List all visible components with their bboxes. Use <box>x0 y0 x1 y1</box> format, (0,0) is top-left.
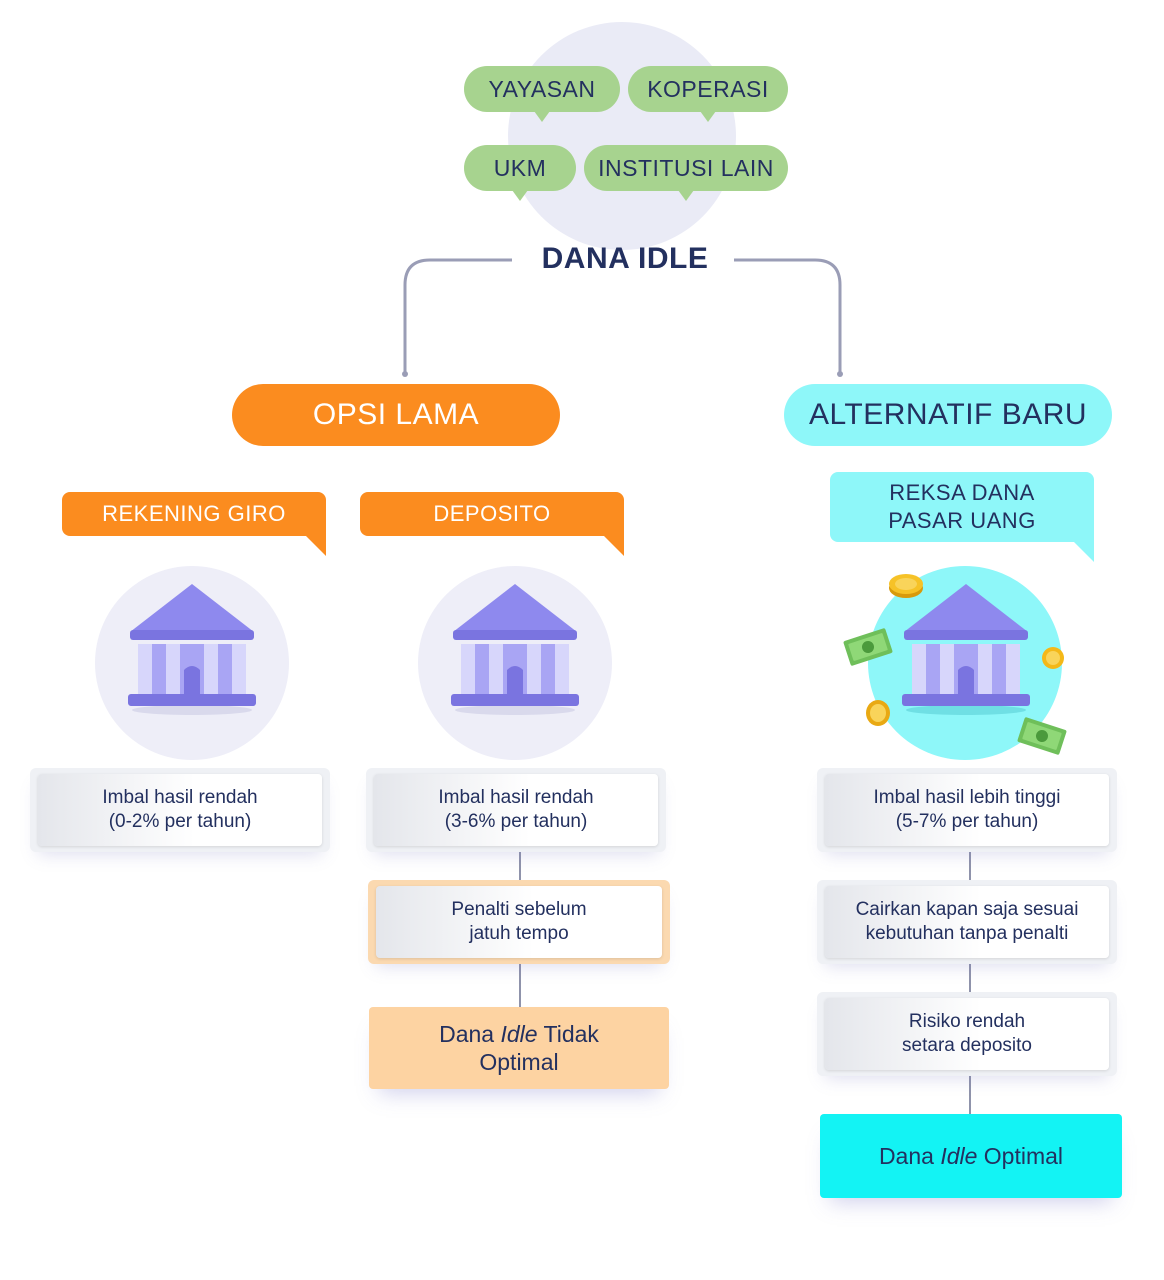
bank-icon <box>451 584 579 715</box>
card-line: (5-7% per tahun) <box>895 811 1039 832</box>
banknote-icon <box>843 628 893 666</box>
card-line: Imbal hasil rendah <box>438 787 594 808</box>
tag-institusi-lain: INSTITUSI LAIN <box>584 145 788 201</box>
tag-label: KOPERASI <box>647 75 769 102</box>
flag-label: REKENING GIRO <box>102 501 286 526</box>
card-deposito-penalti: Penalti sebelum jatuh tempo <box>368 880 670 964</box>
card-line: (3-6% per tahun) <box>444 811 588 832</box>
card-line: kebutuhan tanpa penalti <box>865 923 1069 944</box>
branch-alternatif-baru: ALTERNATIF BARU <box>784 384 1112 446</box>
connector-line <box>969 962 971 996</box>
result-text: Dana <box>878 1143 941 1169</box>
branch-opsi-lama: OPSI LAMA <box>232 384 560 446</box>
tag-ukm: UKM <box>464 145 576 201</box>
card-line: Penalti sebelum <box>451 899 587 920</box>
tag-label: YAYASAN <box>488 75 596 102</box>
card-line: jatuh tempo <box>469 923 569 944</box>
coin-icon <box>1042 647 1064 669</box>
card-line: Imbal hasil lebih tinggi <box>873 787 1061 808</box>
flag-rekening-giro: REKENING GIRO <box>62 492 326 536</box>
tag-yayasan: YAYASAN <box>464 66 620 122</box>
coin-icon <box>866 700 890 726</box>
card-line: setara deposito <box>902 1035 1032 1056</box>
connector-line <box>969 850 971 884</box>
header-bubble-background <box>508 22 736 250</box>
branch-label: ALTERNATIF BARU <box>808 398 1088 431</box>
branch-label: OPSI LAMA <box>312 398 480 431</box>
result-text: Tidak <box>537 1021 599 1047</box>
tag-koperasi: KOPERASI <box>628 66 788 122</box>
banknote-icon <box>1017 717 1067 755</box>
flag-tail <box>1072 540 1094 562</box>
card-line: Imbal hasil rendah <box>102 787 258 808</box>
flag-reksa-dana-pasar-uang: REKSA DANA PASAR UANG <box>830 472 1094 542</box>
card-line: Risiko rendah <box>908 1011 1026 1032</box>
coin-icon <box>889 574 923 598</box>
result-text: Optimal <box>977 1143 1064 1169</box>
flag-tail <box>602 534 624 556</box>
bank-icon <box>902 584 1030 715</box>
connector-line <box>519 848 521 882</box>
result-text: Optimal <box>479 1049 559 1075</box>
card-deposito-imbal-hasil: Imbal hasil rendah (3-6% per tahun) <box>366 768 666 852</box>
connector-line <box>969 1074 971 1116</box>
result-dana-idle-optimal: Dana Idle Optimal <box>820 1114 1122 1198</box>
card-reksa-imbal-hasil: Imbal hasil lebih tinggi (5-7% per tahun… <box>817 768 1117 852</box>
flag-label: DEPOSITO <box>433 501 551 526</box>
card-reksa-cairkan: Cairkan kapan saja sesuai kebutuhan tanp… <box>817 880 1117 964</box>
flag-label-line: REKSA DANA <box>889 480 1035 505</box>
diagram-title: DANA IDLE <box>541 242 709 275</box>
card-giro-imbal-hasil: Imbal hasil rendah (0-2% per tahun) <box>30 768 330 852</box>
card-reksa-risiko: Risiko rendah setara deposito <box>817 992 1117 1076</box>
tag-label: UKM <box>493 154 547 181</box>
tag-label: INSTITUSI LAIN <box>598 154 774 181</box>
flag-tail <box>304 534 326 556</box>
card-line: Cairkan kapan saja sesuai <box>855 899 1079 920</box>
bank-icon <box>128 584 256 715</box>
flag-label-line: PASAR UANG <box>888 508 1036 533</box>
card-line: (0-2% per tahun) <box>108 811 252 832</box>
result-dana-idle-tidak-optimal: Dana Idle Tidak Optimal <box>369 1007 669 1089</box>
flag-deposito: DEPOSITO <box>360 492 624 536</box>
result-text: Dana <box>439 1021 501 1047</box>
result-text-italic: Idle <box>940 1143 978 1169</box>
result-text-italic: Idle <box>500 1021 538 1047</box>
connector-line <box>519 964 521 1008</box>
